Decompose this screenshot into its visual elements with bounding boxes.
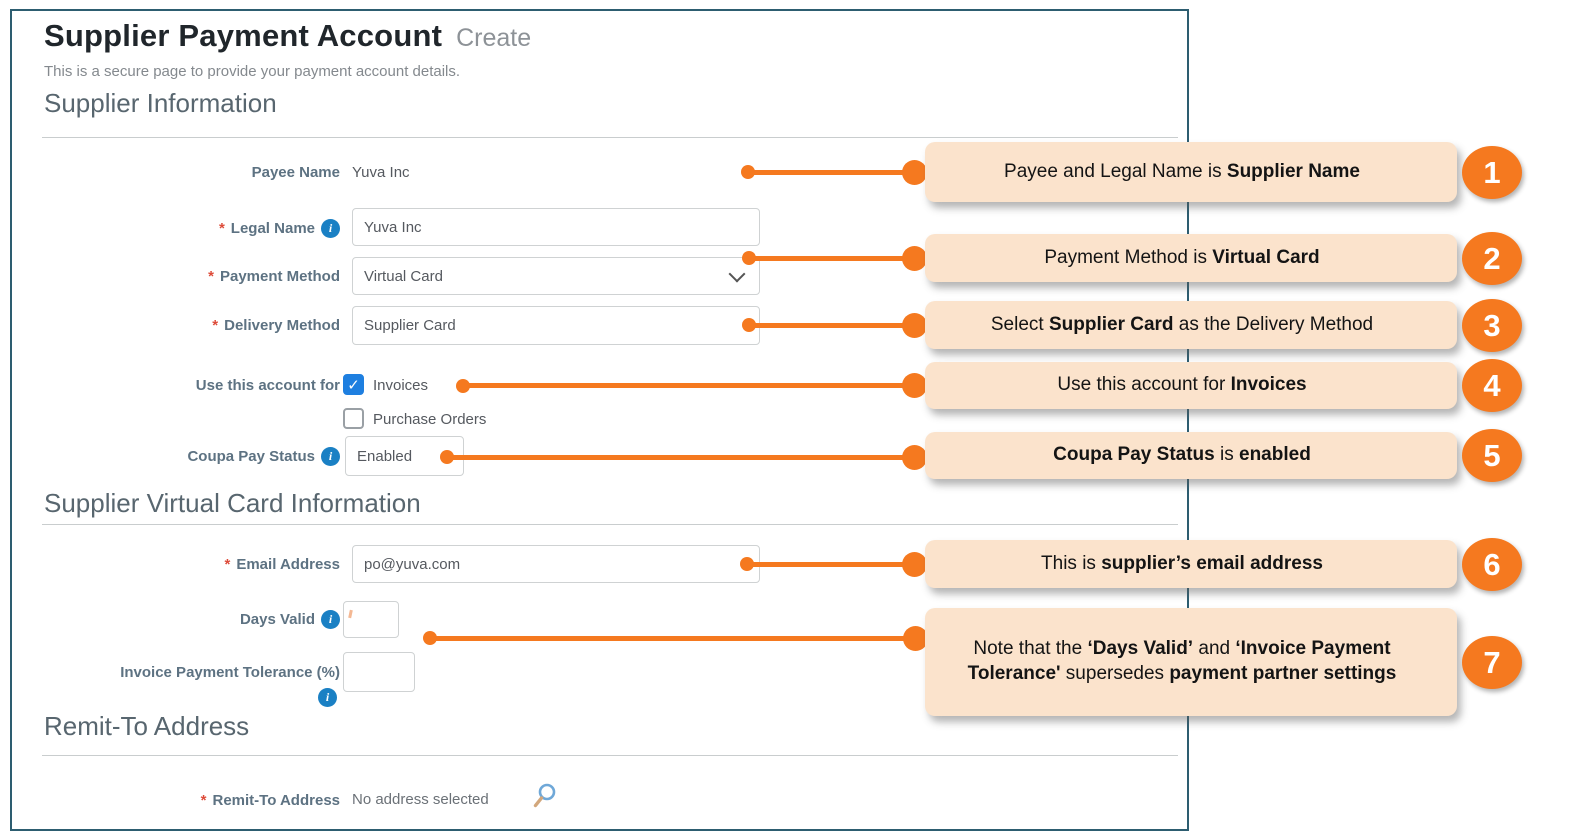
remit-to-address-value: No address selected [352,791,489,808]
callout-number-6: 6 [1462,538,1522,591]
connector-line-1 [741,159,927,185]
callout-number-4: 4 [1462,359,1522,412]
connector-line-4 [456,373,927,398]
email-address-label: * Email Address [224,555,341,573]
payment-method-label: * Payment Method [208,267,340,285]
callout-number-2: 2 [1462,232,1522,285]
connector-line-6 [740,551,927,577]
chevron-down-icon [728,265,746,283]
days-valid-label: Days Valid i [38,608,340,630]
info-icon[interactable]: i [318,688,337,707]
connector-line-2 [742,245,927,271]
callout-1: Payee and Legal Name is Supplier Name [925,142,1457,202]
payee-name-value: Yuva Inc [352,164,410,181]
page-title: Supplier Payment Account [44,18,443,53]
section-remit-to-address: Remit-To Address [44,711,250,741]
search-icon[interactable] [531,782,559,810]
days-valid-input[interactable] [343,601,399,638]
purchase-orders-checkbox[interactable] [343,408,364,429]
section-virtual-card-information: Supplier Virtual Card Information [44,488,421,518]
connector-line-3 [742,312,927,338]
callout-2: Payment Method is Virtual Card [925,234,1457,282]
connector-line-7 [423,625,928,651]
callout-4: Use this account for Invoices [925,362,1457,409]
coupa-pay-status-label: Coupa Pay Status i [38,445,340,467]
connector-line-5 [440,444,927,470]
purchase-orders-checkbox-label: Purchase Orders [373,411,487,428]
section-divider [42,755,1178,756]
remit-to-address-label: * Remit-To Address [200,791,340,809]
page-header: Supplier Payment Account Create [44,18,531,54]
page-mode-label: Create [456,24,532,52]
callout-3: Select Supplier Card as the Delivery Met… [925,301,1457,349]
callout-7: Note that the ‘Days Valid’ and ‘Invoice … [925,608,1457,716]
section-supplier-information: Supplier Information [44,88,277,118]
invoice-payment-tolerance-input[interactable] [343,652,415,692]
callout-number-3: 3 [1462,299,1522,352]
invoices-checkbox-label: Invoices [373,377,429,394]
callout-number-5: 5 [1462,429,1522,482]
delivery-method-select[interactable]: Supplier Card [352,306,760,345]
info-icon[interactable]: i [321,218,340,238]
coupa-pay-status-value: Enabled [345,436,464,476]
check-icon: ✓ [347,376,360,394]
section-divider [42,137,1178,138]
delivery-method-value: Supplier Card [364,317,456,334]
delivery-method-label: * Delivery Method [212,316,340,334]
info-icon[interactable]: i [321,609,340,629]
callout-number-1: 1 [1462,146,1522,199]
payment-method-select[interactable]: Virtual Card [352,257,760,295]
invoice-payment-tolerance-label: Invoice Payment Tolerance (%) [120,663,340,681]
legal-name-label: * Legal Name i [38,217,340,239]
legal-name-input[interactable]: Yuva Inc [352,208,760,246]
info-icon[interactable]: i [321,446,340,466]
payment-method-value: Virtual Card [364,267,443,285]
use-account-for-label: Use this account for [195,376,340,394]
email-address-input[interactable]: po@yuva.com [352,545,760,583]
page-subtitle: This is a secure page to provide your pa… [44,63,461,80]
callout-number-7: 7 [1462,636,1522,689]
invoices-checkbox[interactable]: ✓ [343,374,364,395]
section-divider [42,524,1178,525]
callout-5: Coupa Pay Status is enabled [925,432,1457,479]
callout-6: This is supplier’s email address [925,540,1457,588]
payee-name-label: Payee Name [251,163,340,181]
